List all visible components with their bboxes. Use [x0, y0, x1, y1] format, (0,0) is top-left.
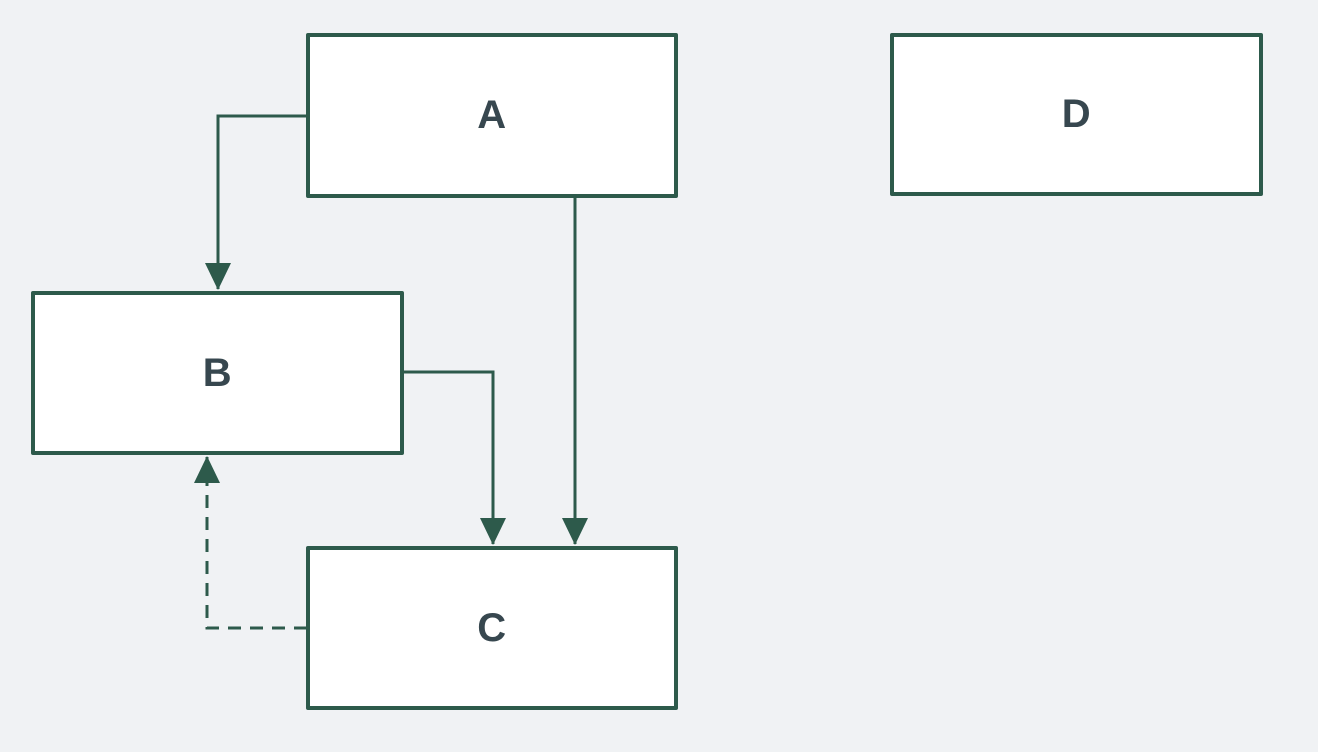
node-A[interactable]: A [306, 33, 678, 198]
node-D-label: D [1061, 92, 1092, 136]
node-B-label: B [202, 350, 233, 395]
edge-C-B-dashed[interactable] [194, 456, 307, 630]
edge-B-C[interactable] [403, 370, 506, 545]
node-B[interactable]: B [31, 291, 404, 455]
node-D[interactable]: D [890, 33, 1263, 196]
edge-A-B[interactable] [205, 114, 307, 290]
node-C[interactable]: C [306, 546, 678, 710]
node-A-label: A [477, 93, 507, 137]
node-C-label: C [477, 605, 507, 650]
